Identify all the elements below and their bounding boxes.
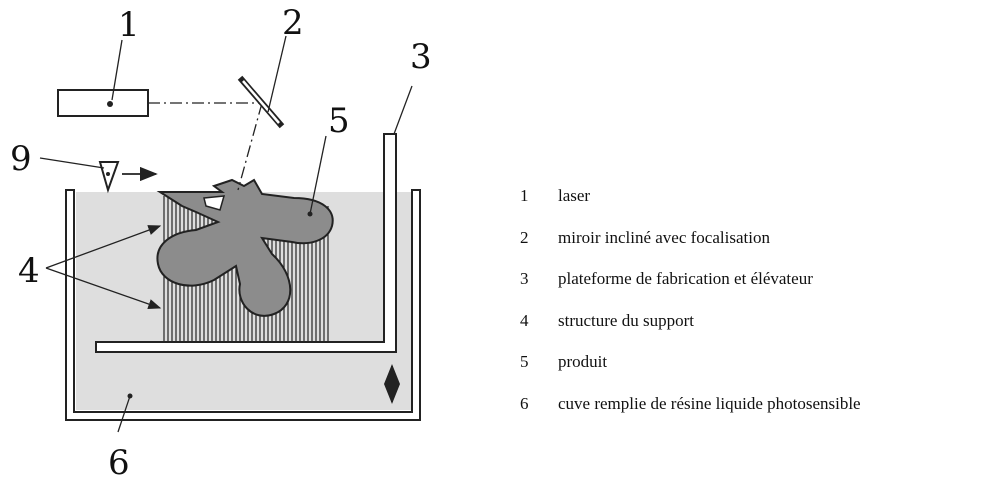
- recoater-blade: [98, 161, 120, 194]
- legend-label: plateforme de fabrication et élévateur: [558, 269, 813, 289]
- legend-label: laser: [558, 186, 591, 205]
- leader-2: [267, 35, 287, 113]
- leader-4a: [45, 225, 162, 269]
- laser-box: [57, 89, 149, 117]
- build-platform: [95, 133, 397, 353]
- callout-1: 1: [118, 5, 140, 45]
- leader-6-dot: [127, 393, 133, 399]
- recoater-dot: [106, 172, 110, 176]
- mirror-inner: [242, 80, 280, 124]
- product-part: [156, 178, 334, 317]
- leader-5-dot: [307, 211, 313, 217]
- callout-6: 6: [108, 443, 130, 483]
- callout-9: 9: [10, 139, 32, 179]
- legend-label: produit: [558, 352, 608, 372]
- callout-3: 3: [410, 37, 432, 77]
- leader-1: [111, 39, 123, 101]
- leader-3: [393, 85, 413, 135]
- leader-4b: [45, 267, 162, 310]
- legend-label: cuve remplie de résine liquide photosens…: [558, 393, 861, 413]
- legend-label: structure du support: [558, 310, 694, 330]
- callout-2: 2: [282, 3, 304, 43]
- legend-number: 6: [520, 393, 529, 413]
- tank-wall: [65, 189, 421, 421]
- laser-beam-down: [237, 102, 263, 191]
- laser-dot: [107, 101, 113, 107]
- callout-5: 5: [328, 101, 350, 141]
- leader-6: [117, 395, 131, 433]
- legend-number: 1: [520, 186, 529, 205]
- leader-9: [39, 157, 105, 169]
- legend-number: 4: [520, 310, 529, 330]
- legend-label: miroir incliné avec focalisation: [558, 227, 770, 247]
- legend-number: 2: [520, 227, 529, 247]
- legend-number: 3: [520, 269, 529, 289]
- callout-4: 4: [18, 251, 40, 291]
- leader-5: [309, 135, 327, 215]
- legend-number: 5: [520, 352, 529, 372]
- product-notch: [203, 195, 226, 211]
